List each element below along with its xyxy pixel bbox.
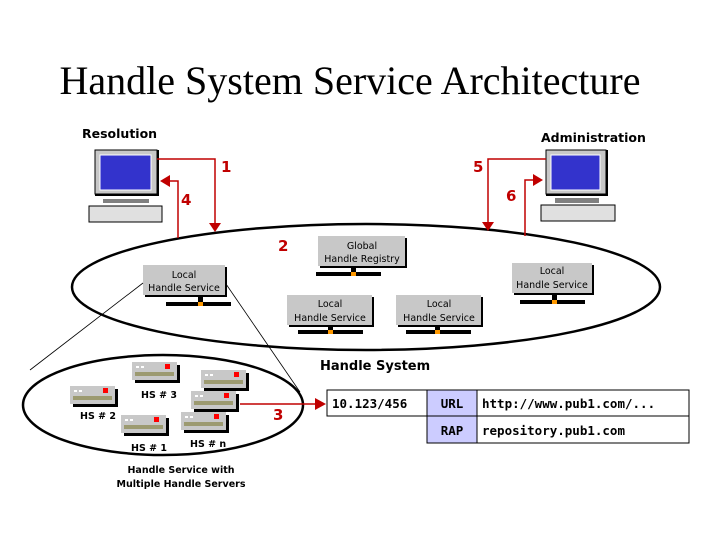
value-rap: repository.pub1.com <box>482 423 625 438</box>
server-hs-n-b-icon <box>191 391 239 412</box>
value-cell-rap <box>476 415 690 444</box>
svg-text:Handle Service: Handle Service <box>294 313 366 324</box>
handle-system-ellipse <box>70 222 662 352</box>
svg-text:Handle Service: Handle Service <box>148 283 220 294</box>
local-handle-service-2: Local Handle Service <box>287 295 374 334</box>
svg-text:Local: Local <box>172 270 197 281</box>
server-hs-n-c-icon <box>181 412 229 433</box>
hs-2-label: HS # 2 <box>80 411 116 422</box>
svg-text:Local: Local <box>427 299 452 310</box>
step-3-label: 3 <box>273 406 283 424</box>
handle-system-label: Handle System <box>320 359 430 374</box>
global-handle-registry: Global Handle Registry <box>316 236 407 276</box>
zoom-line-left <box>29 282 144 371</box>
resolution-label: Resolution <box>82 126 157 141</box>
svg-text:Local: Local <box>318 299 343 310</box>
hs-3-label: HS # 3 <box>141 390 177 401</box>
server-hs-1-icon <box>121 415 169 436</box>
type-url: URL <box>441 396 464 411</box>
step-1-label: 1 <box>221 158 231 176</box>
arrow-step-4 <box>160 175 179 238</box>
handle-servers <box>70 362 249 436</box>
server-hs-2-icon <box>70 386 118 407</box>
step-4-label: 4 <box>181 191 191 209</box>
local-handle-service-3: Local Handle Service <box>396 295 483 334</box>
step-2-label: 2 <box>278 237 288 255</box>
server-hs-3-icon <box>132 362 180 383</box>
handle-cell <box>326 389 428 417</box>
svg-text:Handle Registry: Handle Registry <box>324 254 400 265</box>
step-6-label: 6 <box>506 187 516 205</box>
hs-1-label: HS # 1 <box>131 443 167 454</box>
hs-n-label: HS # n <box>190 439 226 450</box>
zoom-line-right <box>225 283 301 393</box>
local-handle-service-4: Local Handle Service <box>512 263 594 304</box>
step-5-label: 5 <box>473 158 483 176</box>
handle-service-ellipse <box>21 353 305 457</box>
administration-label: Administration <box>541 130 646 145</box>
administration-computer-icon <box>540 149 616 222</box>
arrow-step-1 <box>157 158 221 232</box>
resolution-computer-icon <box>88 149 163 223</box>
local-handle-service-1: Local Handle Service <box>143 265 231 306</box>
value-cell-url <box>476 389 690 417</box>
handle-service-caption-2: Multiple Handle Servers <box>117 479 246 490</box>
value-url: http://www.pub1.com/... <box>482 396 655 411</box>
handle-service-caption-1: Handle Service with <box>127 465 234 476</box>
page-title: Handle System Service Architecture <box>60 58 641 103</box>
svg-text:Handle Service: Handle Service <box>403 313 475 324</box>
arrow-step-6 <box>524 174 543 236</box>
svg-text:Global: Global <box>347 241 377 252</box>
handle-record-table: 10.123/456 URL RAP http://www.pub1.com/.… <box>326 389 690 444</box>
arrow-step-5 <box>482 158 546 231</box>
arrow-step-3 <box>240 398 326 410</box>
svg-text:Local: Local <box>540 266 565 277</box>
server-hs-n-a-icon <box>201 370 249 391</box>
handle-value: 10.123/456 <box>332 396 407 411</box>
type-rap: RAP <box>441 423 464 438</box>
svg-text:Handle Service: Handle Service <box>516 280 588 291</box>
